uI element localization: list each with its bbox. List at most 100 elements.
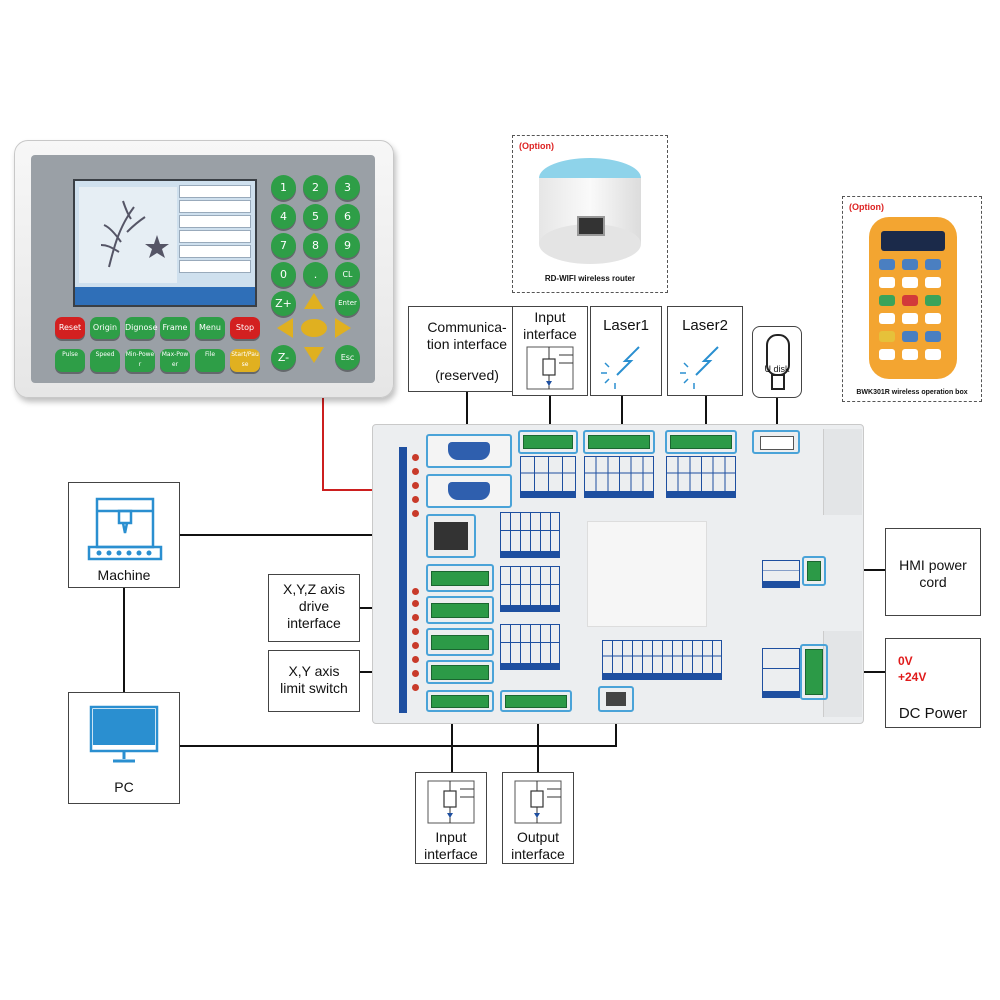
status-led xyxy=(412,656,419,663)
center-enter-icon[interactable] xyxy=(301,319,327,337)
input-interface-bottom-box: Input interface xyxy=(415,772,487,864)
lcd-window xyxy=(587,521,707,627)
laser1-box: Laser1 xyxy=(590,306,662,396)
numpad-key[interactable]: CL xyxy=(335,262,360,287)
pin-label-bar xyxy=(762,582,800,588)
reserved-label: (reserved) xyxy=(435,367,499,383)
hmi-power-label: HMI power cord xyxy=(899,557,967,590)
laser-spark-icon xyxy=(680,346,719,389)
numpad-key[interactable]: 3 xyxy=(335,175,360,200)
status-led xyxy=(412,628,419,635)
numpad-key[interactable]: 9 xyxy=(335,233,360,258)
pin-label-bar xyxy=(520,492,576,498)
xyz-drive-label: X,Y,Z axis drive interface xyxy=(283,581,345,631)
pc-usb-port xyxy=(598,686,634,712)
remote-key xyxy=(902,313,918,324)
laser-spark-icon xyxy=(601,346,640,389)
numpad-key[interactable]: 4 xyxy=(271,204,296,229)
pin-label-grid xyxy=(762,560,800,582)
engraving-preview-icon xyxy=(100,200,169,268)
arrow-left-icon[interactable] xyxy=(277,318,293,338)
numpad-key[interactable]: 6 xyxy=(335,204,360,229)
pc-label: PC xyxy=(114,779,134,795)
lcd-screen xyxy=(73,179,257,307)
wireless-box-option: (Option) BWK301R wireless operation box xyxy=(842,196,982,402)
ethernet-port xyxy=(426,514,476,558)
numpad-key[interactable]: . xyxy=(303,262,328,287)
status-led xyxy=(412,482,419,489)
function-key[interactable]: Speed xyxy=(90,349,120,372)
function-key[interactable]: Menu xyxy=(195,317,225,339)
status-led xyxy=(412,600,419,607)
arrow-up-icon[interactable] xyxy=(304,293,324,309)
z-axis-terminal xyxy=(426,628,494,656)
status-led xyxy=(412,510,419,517)
numpad-key[interactable]: 2 xyxy=(303,175,328,200)
pin-label-bar xyxy=(500,552,560,558)
remote-key xyxy=(879,277,895,288)
relay-circuit-icon xyxy=(514,780,562,824)
z-plus-key[interactable]: Z+ xyxy=(271,291,296,316)
dc-power-label: DC Power xyxy=(898,705,968,722)
status-bar xyxy=(75,287,255,305)
remote-key xyxy=(902,259,918,270)
function-key[interactable]: Frame xyxy=(160,317,190,339)
y-axis-terminal xyxy=(426,596,494,624)
input-interface-top-box: Input interface xyxy=(512,306,588,396)
enter-key[interactable]: Enter xyxy=(335,291,360,316)
laser2-box: Laser2 xyxy=(667,306,743,396)
remote-key xyxy=(925,277,941,288)
output-interface-box: Output interface xyxy=(502,772,574,864)
remote-key xyxy=(879,349,895,360)
numpad-key[interactable]: 5 xyxy=(303,204,328,229)
status-led xyxy=(412,614,419,621)
function-key[interactable]: Dignose xyxy=(125,317,158,339)
remote-key xyxy=(879,331,895,342)
dc-0v-label: 0V xyxy=(898,654,913,668)
z-minus-key[interactable]: Z- xyxy=(271,345,296,370)
x-axis-terminal xyxy=(426,564,494,592)
pc-box: PC xyxy=(68,692,180,804)
communication-interface-box: Communica- tion interface (reserved) xyxy=(408,306,526,392)
serial-port-1 xyxy=(426,434,512,468)
numpad-key[interactable]: 0 xyxy=(271,262,296,287)
function-key[interactable]: Origin xyxy=(90,317,120,339)
pin-label-bar xyxy=(500,664,560,670)
remote-key xyxy=(879,295,895,306)
pin-label-bar xyxy=(602,674,722,680)
function-key[interactable]: Stop xyxy=(230,317,260,339)
status-led xyxy=(412,454,419,461)
pin-label-grid xyxy=(500,566,560,606)
function-key[interactable]: Reset xyxy=(55,317,85,339)
function-key[interactable]: Start/Pause xyxy=(230,349,260,372)
output-interface-label: Output interface xyxy=(511,829,565,862)
numpad-key[interactable]: 1 xyxy=(271,175,296,200)
arrow-right-icon[interactable] xyxy=(335,318,351,338)
wifi-router-image xyxy=(533,158,647,264)
numpad-key[interactable]: 8 xyxy=(303,233,328,258)
input-interface-top-label: Input interface xyxy=(523,309,577,342)
remote-key xyxy=(902,349,918,360)
wifi-option-tag: (Option) xyxy=(519,141,554,151)
pin-label-bar xyxy=(584,492,654,498)
function-key[interactable]: Min-Power xyxy=(125,349,155,372)
remote-key xyxy=(902,331,918,342)
u-disk-label: U disk xyxy=(764,364,790,374)
pin-label-grid xyxy=(602,640,722,674)
usb-drive-icon xyxy=(766,334,790,390)
esc-key[interactable]: Esc xyxy=(335,345,360,370)
wifi-caption: RD-WIFI wireless router xyxy=(544,274,636,283)
status-led xyxy=(412,468,419,475)
laser1-label: Laser1 xyxy=(603,317,649,334)
function-key[interactable]: Max-Power xyxy=(160,349,190,372)
remote-key xyxy=(925,331,941,342)
function-key[interactable]: Pulse xyxy=(55,349,85,372)
arrow-keys xyxy=(277,293,351,363)
numpad-key[interactable]: 7 xyxy=(271,233,296,258)
arrow-down-icon[interactable] xyxy=(304,347,324,363)
function-key[interactable]: File xyxy=(195,349,225,372)
status-led xyxy=(412,670,419,677)
output-terminal xyxy=(500,690,572,712)
remote-key xyxy=(925,313,941,324)
